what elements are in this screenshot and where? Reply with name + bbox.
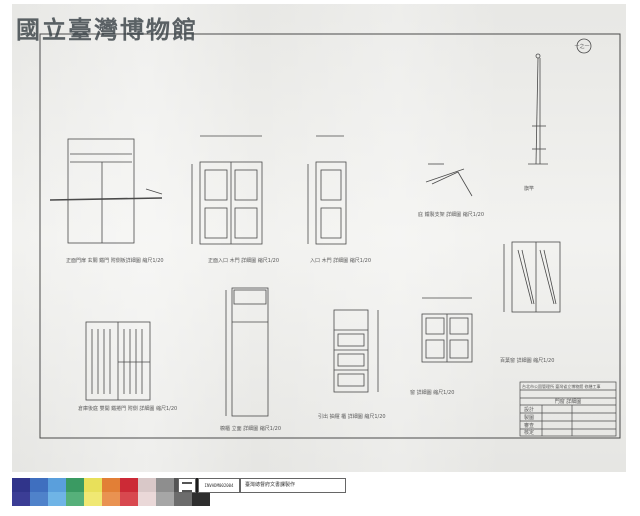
color-swatch (12, 492, 30, 506)
title-block-header: 台北市公園管理所 臺灣省立博物館 修繕工事 (522, 383, 601, 389)
label-tall-cabinet: 櫥櫃 立面 詳細圖 縮尺1/20 (220, 425, 281, 432)
archive-footer: INVADM002004 臺灣總督府文書課製作 (12, 478, 626, 508)
figure-louver-window (503, 241, 561, 313)
label-flagpole: 旗竿 (524, 185, 534, 192)
color-swatch (156, 478, 174, 492)
figure-single-door (307, 135, 347, 245)
title-block (519, 381, 617, 437)
label-drawer-cabinet: 引出 抽屜 櫃 詳細圖 縮尺1/20 (318, 413, 386, 420)
archive-id-code: INVADM002004 (198, 478, 240, 493)
color-swatch (48, 492, 66, 506)
figure-front-door (49, 138, 163, 244)
archive-organization: 臺灣總督府文書課製作 (240, 478, 346, 493)
color-swatch (192, 492, 210, 506)
color-swatch (120, 492, 138, 506)
color-swatch (102, 478, 120, 492)
border-frame (39, 33, 621, 439)
title-block-row: 製圖 (524, 414, 534, 421)
color-swatch (66, 492, 84, 506)
label-shutter-door: 倉庫後庭 雙開 鐵捲門 附側 詳細圖 縮尺1/20 (78, 405, 177, 412)
color-swatch (156, 492, 174, 506)
label-front-door: 正面門扉 玄關 鐵門 附側板詳細圖 縮尺1/20 (66, 257, 164, 264)
color-row-bottom (12, 492, 210, 506)
label-awning: 庇 鐵製支架 詳細圖 縮尺1/20 (418, 211, 484, 218)
color-swatch (102, 492, 120, 506)
title-block-title: 門窗 詳細圖 (555, 398, 582, 405)
label-louver-window: 百葉窗 詳細圖 縮尺1/20 (500, 357, 554, 364)
color-swatch (12, 478, 30, 492)
label-window: 窗 詳細圖 縮尺1/20 (410, 389, 454, 396)
color-swatch (84, 478, 102, 492)
figure-tall-cabinet (225, 287, 269, 417)
color-swatch (84, 492, 102, 506)
label-single-door: 入口 木門 詳細圖 縮尺1/20 (310, 257, 371, 264)
color-swatch (138, 478, 156, 492)
title-block-row: 設計 (524, 406, 534, 413)
figure-shutter-door (85, 321, 151, 401)
architectural-drawing: 一之一 正面門扉 玄關 鐵門 附側板詳細圖 縮尺1/20 正面入口 木門 詳細圖… (39, 33, 621, 439)
figure-drawer-cabinet (333, 309, 379, 393)
color-swatch (174, 492, 192, 506)
sheet-number: 一之一 (574, 43, 589, 50)
color-calibration-bar (12, 478, 210, 506)
sheet-number-circle (576, 38, 592, 54)
figure-window (421, 297, 473, 363)
figure-awning-bracket (425, 163, 473, 197)
color-swatch (66, 478, 84, 492)
color-swatch (48, 478, 66, 492)
color-swatch (30, 492, 48, 506)
color-swatch (138, 492, 156, 506)
color-swatch (30, 478, 48, 492)
figure-double-door (191, 135, 263, 245)
museum-watermark: 國立臺灣博物館 (16, 15, 198, 44)
figure-flagpole (528, 53, 548, 165)
title-block-row: 核定 (524, 429, 534, 436)
color-swatch (120, 478, 138, 492)
drawing-sheet: 一之一 正面門扉 玄關 鐵門 附側板詳細圖 縮尺1/20 正面入口 木門 詳細圖… (12, 4, 626, 472)
label-double-door: 正面入口 木門 詳細圖 縮尺1/20 (208, 257, 279, 264)
archive-logo-icon (178, 478, 196, 493)
title-block-row: 審查 (524, 422, 534, 429)
